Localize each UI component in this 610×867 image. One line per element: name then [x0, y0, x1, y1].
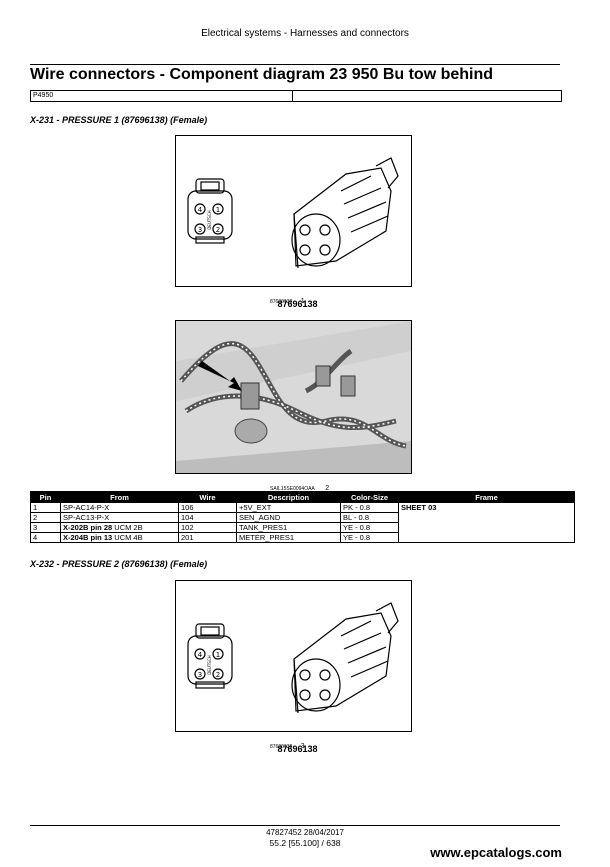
cell-from: X-202B pin 28 UCM 2B	[60, 522, 179, 533]
figure-number: 1	[300, 298, 305, 305]
cell-color: YE - 0.8	[340, 522, 399, 533]
cell-desc: METER_PRES1	[236, 532, 341, 543]
pin-label: 3	[198, 671, 202, 679]
cell-pin: 2	[30, 512, 61, 523]
figure-caption-3: 87696138 3	[270, 735, 330, 753]
brand-label: DEUTSCH	[207, 210, 212, 229]
connector-drawing: 4 1 3 2 DEUTSCH	[187, 157, 399, 269]
id-row: P4950	[30, 90, 562, 102]
pin-label: 2	[216, 226, 220, 234]
cell-from: X-204B pin 13 UCM 4B	[60, 532, 179, 543]
connector-drawing: 4 1 3 2 DEUTSCH	[187, 602, 399, 714]
col-header: From	[60, 491, 179, 503]
cell-color: YE - 0.8	[340, 532, 399, 543]
footer-rule	[30, 825, 560, 826]
figure-number: 3	[300, 743, 305, 750]
connector-figure-2: 4 1 3 2 DEUTSCH	[175, 580, 412, 732]
cell-from-bold: X-202B pin 28	[63, 523, 113, 532]
photo-number: 2	[325, 485, 330, 492]
title-rule	[30, 64, 560, 65]
cell-from-text: UCM 4B	[112, 533, 143, 542]
pin-label: 4	[198, 651, 203, 659]
cell-wire: 102	[178, 522, 237, 533]
table-row: 3 X-202B pin 28 UCM 2B 102 TANK_PRES1 YE…	[30, 522, 575, 533]
cell-color: BL - 0.8	[340, 512, 399, 523]
cell-from-text: SP-AC14-P-X	[63, 503, 110, 512]
cell-wire: 106	[178, 502, 237, 513]
photo-sketch	[176, 321, 411, 473]
col-header: Frame	[398, 491, 575, 503]
installation-photo	[175, 320, 412, 474]
running-header: Electrical systems - Harnesses and conne…	[201, 28, 409, 39]
pin-label: 2	[216, 671, 220, 679]
col-header: Pin	[30, 491, 61, 503]
watermark[interactable]: www.epcatalogs.com	[430, 845, 562, 860]
cell-color: PK - 0.8	[340, 502, 399, 513]
figure-caption-1: 87696138 1	[270, 290, 330, 308]
figure-code: 87696138	[270, 744, 293, 750]
cell-wire: 201	[178, 532, 237, 543]
section-heading-x231: X-231 - PRESSURE 1 (87696138) (Female)	[30, 115, 208, 125]
photo-code: SAIL15SE0094OAA	[270, 486, 315, 492]
section-heading-x232: X-232 - PRESSURE 2 (87696138) (Female)	[30, 559, 208, 569]
cell-desc: TANK_PRES1	[236, 522, 341, 533]
cell-desc: +5V_EXT	[236, 502, 341, 513]
pin-label: 4	[198, 206, 203, 214]
pin-table: Pin From Wire Description Color-Size Fra…	[30, 491, 575, 543]
part-number-3: 87696138	[277, 744, 318, 754]
photo-caption: SAIL15SE0094OAA 2	[270, 477, 360, 495]
cell-desc: SEN_AGND	[236, 512, 341, 523]
cell-pin: 1	[30, 502, 61, 513]
cell-pin: 4	[30, 532, 61, 543]
id-code: P4950	[31, 91, 293, 101]
cell-from-text: SP-AC13-P-X	[63, 513, 110, 522]
cell-from-bold: X-204B pin 13	[63, 533, 113, 542]
cell-from: SP-AC14-P-X	[60, 502, 179, 513]
figure-code: 87696138	[270, 299, 293, 305]
table-row: 4 X-204B pin 13 UCM 4B 201 METER_PRES1 Y…	[30, 532, 575, 543]
cell-wire: 104	[178, 512, 237, 523]
connector-figure-1: 4 1 3 2 DEUTSCH	[175, 135, 412, 287]
table-row: 1 SP-AC14-P-X 106 +5V_EXT PK - 0.8 SHEET…	[30, 502, 575, 543]
cell-frame: SHEET 03	[398, 502, 575, 543]
pin-label: 1	[216, 651, 220, 659]
cell-pin: 3	[30, 522, 61, 533]
footer-doc: 47827452 28/04/2017	[266, 828, 344, 837]
table-row: 2 SP-AC13-P-X 104 SEN_AGND BL - 0.8	[30, 512, 575, 523]
pin-label: 3	[198, 226, 202, 234]
part-number-1: 87696138	[277, 299, 318, 309]
page-title: Wire connectors - Component diagram 23 9…	[30, 66, 494, 83]
brand-label: DEUTSCH	[207, 655, 212, 674]
table-header-row: Pin From Wire Description Color-Size Fra…	[30, 491, 575, 503]
cell-from-text: UCM 2B	[112, 523, 143, 532]
col-header: Color-Size	[340, 491, 399, 503]
footer-page: 55.2 [55.100] / 638	[269, 838, 341, 848]
col-header: Description	[236, 491, 341, 503]
col-header: Wire	[178, 491, 237, 503]
pin-label: 1	[216, 206, 220, 214]
cell-from: SP-AC13-P-X	[60, 512, 179, 523]
